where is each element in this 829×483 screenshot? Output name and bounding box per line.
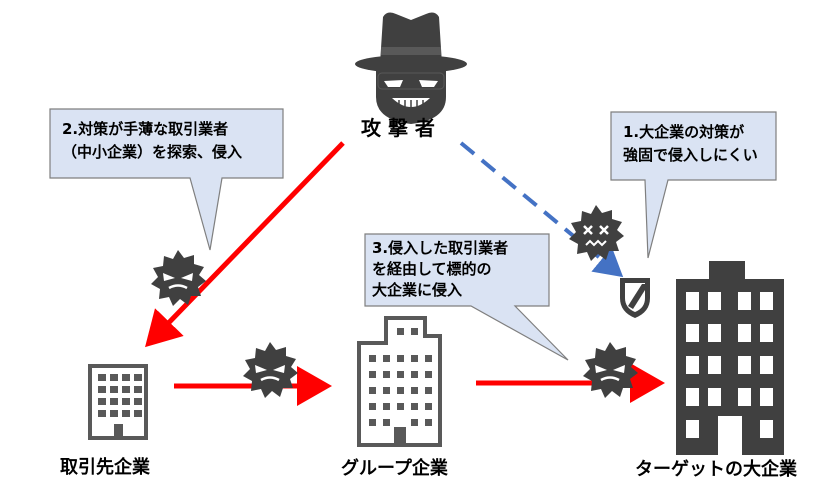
- callout-1-line-1: 1.大企業の対策が: [623, 123, 745, 141]
- callout-2-bubble: [49, 108, 284, 251]
- callout-3-line-2: を経由して標的の: [372, 260, 492, 278]
- target-label: ターゲットの大企業: [635, 459, 797, 480]
- group-building-icon: [357, 316, 442, 447]
- callout-3-text: 3.侵入した取引業者 を経由して標的の 大企業に侵入: [372, 238, 508, 301]
- callout-1-text: 1.大企業の対策が 強固で侵入しにくい: [623, 121, 758, 167]
- supplier-label: 取引先企業: [60, 457, 150, 478]
- group-label: グループ企業: [341, 458, 448, 479]
- callout-1-line-2: 強固で侵入しにくい: [623, 146, 758, 164]
- callout-2-line-2: （中小企業）を探索、侵入: [62, 143, 243, 161]
- callout-3-line-1: 3.侵入した取引業者: [372, 239, 509, 257]
- target-building-icon: [676, 261, 784, 455]
- callout-1-bubble: [610, 111, 777, 259]
- virus-icon-group: [243, 342, 298, 398]
- callout-2-line-1: 2.対策が手薄な取引業者: [62, 120, 229, 138]
- virus-icon-supplier: [151, 250, 206, 306]
- supplier-building-icon: [88, 364, 148, 440]
- virus-dizzy-icon: [569, 205, 624, 261]
- arrow-attacker-to-supplier: [145, 141, 345, 348]
- attacker-icon: [355, 12, 467, 124]
- callout-3-line-3: 大企業に侵入: [372, 281, 463, 299]
- shield-icon: [620, 278, 650, 318]
- virus-icon-target: [583, 342, 638, 398]
- attacker-label: 攻 撃 者: [361, 116, 435, 140]
- callout-2-text: 2.対策が手薄な取引業者 （中小企業）を探索、侵入: [62, 118, 242, 164]
- callout-3-bubble: [364, 233, 569, 361]
